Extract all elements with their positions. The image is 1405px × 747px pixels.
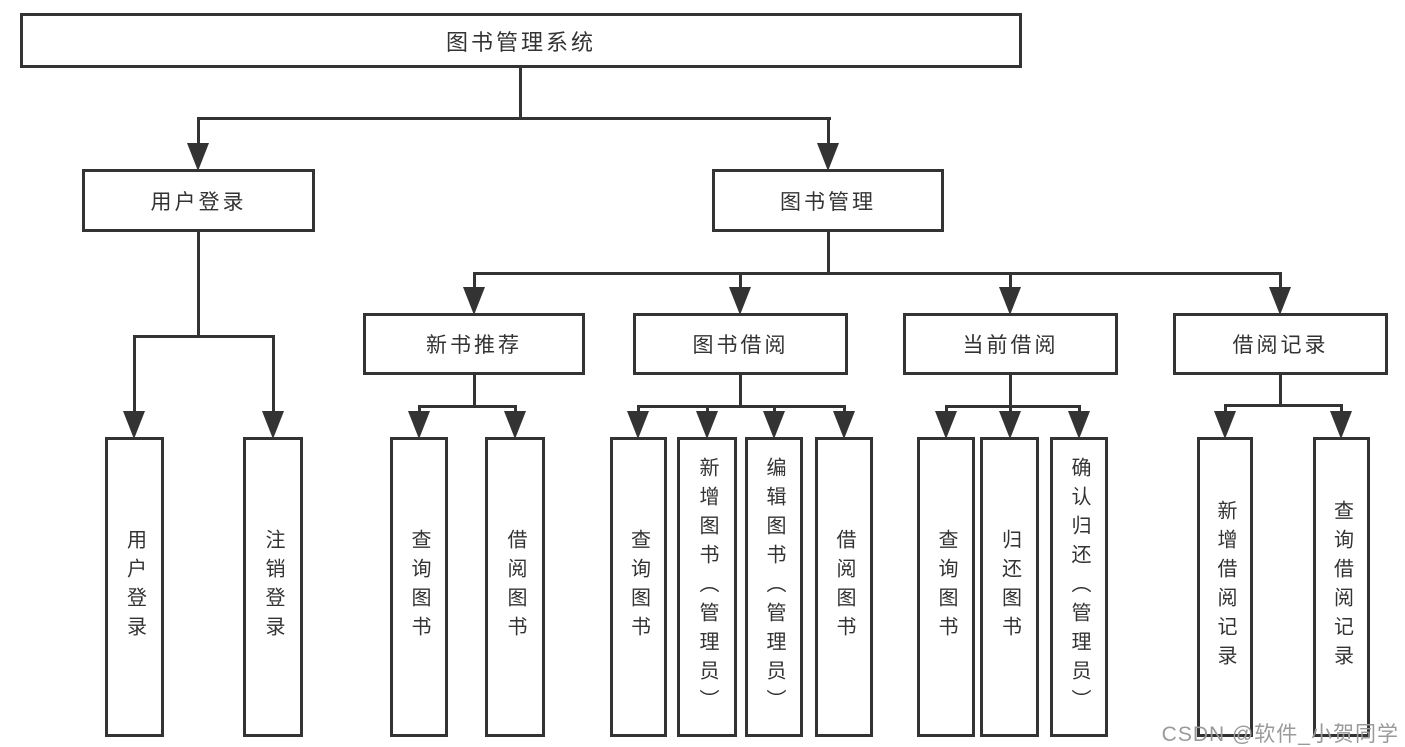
leaf-return-book-label: 归还图书	[998, 529, 1021, 645]
arrowhead-down-icon	[1269, 287, 1291, 315]
node-book-management: 图书管理	[712, 169, 944, 232]
connector-line	[197, 117, 200, 153]
connector-line	[1009, 374, 1012, 407]
connector-line	[197, 231, 200, 337]
leaf-user-login: 用户登录	[105, 437, 164, 737]
connector-line	[473, 272, 476, 298]
arrowhead-down-icon	[627, 411, 649, 439]
leaf-query-borrow-record: 查询借阅记录	[1313, 437, 1370, 737]
arrowhead-down-icon	[1330, 411, 1352, 439]
arrowhead-down-icon	[833, 411, 855, 439]
connector-line	[473, 374, 476, 407]
connector-line	[637, 405, 846, 408]
leaf-query-book-under-recommend-label: 查询图书	[408, 529, 430, 645]
leaf-add-book-admin-label: 新增图书（管理员）	[696, 456, 718, 718]
arrowhead-down-icon	[999, 287, 1021, 315]
leaf-logout: 注销登录	[243, 437, 303, 737]
leaf-query-book-under-current-label: 查询图书	[935, 529, 957, 645]
node-user-login-label: 用户登录	[150, 190, 247, 214]
arrowhead-down-icon	[504, 411, 526, 439]
arrowhead-down-icon	[187, 143, 209, 171]
leaf-logout-label: 注销登录	[262, 529, 284, 645]
leaf-query-book-under-borrow-label: 查询图书	[627, 529, 650, 645]
connector-line	[418, 405, 517, 408]
arrowhead-down-icon	[817, 143, 839, 171]
connector-line	[827, 231, 830, 275]
leaf-return-book: 归还图书	[980, 437, 1039, 737]
connector-line	[827, 117, 830, 153]
connector-line	[1224, 404, 1343, 407]
leaf-borrow-book-under-recommend: 借阅图书	[485, 437, 545, 737]
arrowhead-down-icon	[935, 411, 957, 439]
arrowhead-down-icon	[1214, 411, 1236, 439]
leaf-edit-book-admin-label: 编辑图书（管理员）	[763, 456, 785, 718]
node-root: 图书管理系统	[20, 13, 1022, 68]
node-root-label: 图书管理系统	[445, 29, 596, 55]
node-book-borrow-label: 图书借阅	[692, 334, 789, 357]
leaf-borrow-book-under-recommend-label: 借阅图书	[504, 529, 526, 645]
leaf-query-book-under-borrow: 查询图书	[610, 437, 667, 737]
arrowhead-down-icon	[1068, 411, 1090, 439]
leaf-edit-book-admin: 编辑图书（管理员）	[745, 437, 803, 737]
node-new-book-recommend: 新书推荐	[363, 313, 585, 375]
leaf-add-borrow-record-label: 新增借阅记录	[1214, 500, 1236, 674]
leaf-query-book-under-current: 查询图书	[917, 437, 975, 737]
arrowhead-down-icon	[763, 411, 785, 439]
arrowhead-down-icon	[696, 411, 718, 439]
node-borrow-records-label: 借阅记录	[1232, 334, 1329, 357]
arrowhead-down-icon	[408, 411, 430, 439]
leaf-borrow-book-under-borrow: 借阅图书	[815, 437, 873, 737]
node-user-login: 用户登录	[82, 169, 315, 232]
leaf-add-book-admin: 新增图书（管理员）	[677, 437, 737, 737]
arrowhead-down-icon	[123, 411, 145, 439]
leaf-confirm-return-admin-label: 确认归还（管理员）	[1068, 456, 1090, 718]
node-current-borrow-label: 当前借阅	[962, 334, 1059, 357]
connector-line	[1279, 272, 1282, 298]
leaf-add-borrow-record: 新增借阅记录	[1197, 437, 1253, 737]
connector-line	[1279, 374, 1282, 406]
connector-line	[739, 374, 742, 407]
connector-line	[945, 405, 1081, 408]
watermark: CSDN @软件_小贺同学	[1161, 723, 1399, 746]
node-current-borrow: 当前借阅	[903, 313, 1118, 375]
node-book-borrow: 图书借阅	[633, 313, 848, 375]
arrowhead-down-icon	[999, 411, 1021, 439]
node-book-management-label: 图书管理	[780, 190, 876, 214]
leaf-query-book-under-recommend: 查询图书	[390, 437, 448, 737]
connector-line	[272, 335, 275, 423]
connector-line	[133, 335, 136, 423]
connector-line	[133, 335, 275, 338]
connector-line	[1009, 272, 1012, 298]
connector-line	[519, 67, 522, 119]
connector-line	[473, 272, 1282, 275]
connector-line	[739, 272, 742, 298]
arrowhead-down-icon	[729, 287, 751, 315]
leaf-confirm-return-admin: 确认归还（管理员）	[1050, 437, 1108, 737]
leaf-query-borrow-record-label: 查询借阅记录	[1330, 500, 1353, 674]
connector-line	[197, 117, 831, 120]
node-new-book-recommend-label: 新书推荐	[426, 334, 522, 357]
leaf-borrow-book-under-borrow-label: 借阅图书	[833, 529, 855, 645]
arrowhead-down-icon	[463, 287, 485, 315]
node-borrow-records: 借阅记录	[1173, 313, 1388, 375]
arrowhead-down-icon	[262, 411, 284, 439]
leaf-user-login-label: 用户登录	[123, 529, 146, 645]
